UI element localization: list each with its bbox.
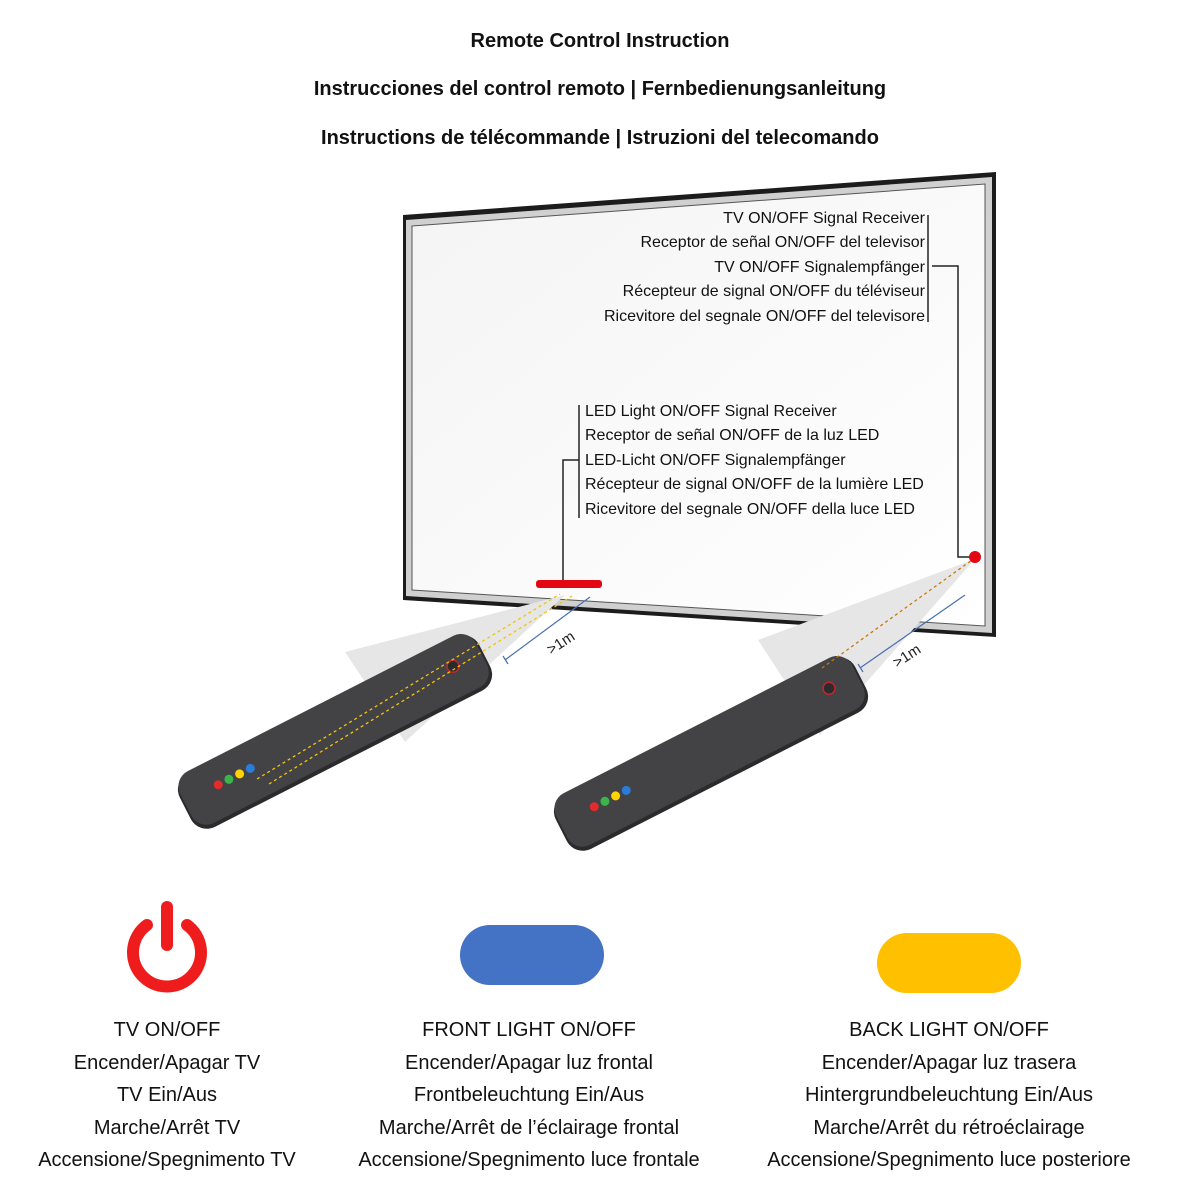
distance-tick-right — [857, 663, 864, 673]
remote-left-power-icon — [446, 659, 460, 674]
page-title: Remote Control Instruction — [470, 30, 730, 52]
legend-front-fr: Marche/Arrêt de l’éclairage frontal — [378, 1116, 680, 1139]
tv-receiver-dot — [969, 551, 981, 563]
legend-front-it: Accensione/Spegnimento luce frontale — [358, 1149, 700, 1172]
page-subtitle-es-de: Instrucciones del control remoto | Fernb… — [313, 78, 887, 100]
legend-front-light: FRONT LIGHT ON/OFF Encender/Apagar luz f… — [332, 1014, 726, 1177]
legend-tv-es: Encender/Apagar TV — [73, 1051, 261, 1074]
led-receiver-label-fr: Récepteur de signal ON/OFF de la lumière… — [585, 476, 924, 494]
tv-receiver-label-fr: Récepteur de signal ON/OFF du téléviseur — [622, 283, 925, 301]
legend-tv-en: TV ON/OFF — [113, 1019, 221, 1041]
legend-back-es: Encender/Apagar luz trasera — [821, 1051, 1077, 1074]
tv-receiver-label-it: Ricevitore del segnale ON/OFF del televi… — [603, 307, 925, 325]
tv-receiver-label-en: TV ON/OFF Signal Receiver — [723, 210, 925, 227]
tv-receiver-label-es: Receptor de señal ON/OFF del televisor — [640, 234, 925, 252]
led-receiver-label-de: LED-Licht ON/OFF Signalempfänger — [585, 451, 846, 469]
legend-tv-onoff: TV ON/OFF Encender/Apagar TV TV Ein/Aus … — [0, 1014, 334, 1177]
legend-back-en: BACK LIGHT ON/OFF — [849, 1019, 1049, 1041]
remote-right — [553, 655, 869, 851]
tv-receiver-label-de: TV ON/OFF Signalempfänger — [714, 258, 925, 276]
legend-front-de: Frontbeleuchtung Ein/Aus — [413, 1084, 645, 1107]
tv-screen — [411, 183, 986, 627]
legend-tv-fr: Marche/Arrêt TV — [93, 1116, 241, 1139]
led-receiver-label-es: Receptor de señal ON/OFF de la luz LED — [585, 427, 880, 445]
legend-front-es: Encender/Apagar luz frontal — [405, 1051, 653, 1074]
legend-back-de: Hintergrundbeleuchtung Ein/Aus — [805, 1084, 1093, 1107]
led-receiver-leader — [562, 459, 579, 583]
led-receiver-strip — [536, 580, 602, 588]
legend-back-it: Accensione/Spegnimento luce posteriore — [767, 1149, 1131, 1172]
legend-tv-it: Accensione/Spegnimento TV — [38, 1149, 296, 1172]
tv-receiver-leader — [932, 265, 975, 558]
distance-label-left: >1m — [544, 628, 578, 658]
distance-line-left — [504, 596, 591, 661]
blue-button-icon — [460, 925, 604, 985]
legend-tv-de: TV Ein/Aus — [116, 1084, 218, 1107]
signal-line-left-a — [256, 593, 561, 780]
remote-right-power-icon — [822, 681, 836, 696]
signal-line-right — [821, 559, 973, 669]
page-subtitle-fr-it: Instructions de télécommande | Istruzion… — [321, 127, 879, 149]
legend-front-en: FRONT LIGHT ON/OFF — [422, 1019, 636, 1041]
distance-line-right — [859, 594, 966, 669]
tv-receiver-label: TV ON/OFF Signal Receiver Receptor de se… — [604, 207, 925, 329]
distance-tick-left — [502, 655, 509, 665]
power-icon — [127, 901, 207, 993]
legend-back-light: BACK LIGHT ON/OFF Encender/Apagar luz tr… — [740, 1014, 1158, 1177]
led-receiver-label-en: LED Light ON/OFF Signal Receiver — [585, 403, 837, 420]
yellow-button-icon — [877, 933, 1021, 993]
legend-back-fr: Marche/Arrêt du rétroéclairage — [813, 1116, 1085, 1139]
led-receiver-label: LED Light ON/OFF Signal Receiver Recepto… — [585, 400, 924, 522]
led-receiver-label-it: Ricevitore del segnale ON/OFF della luce… — [585, 500, 915, 518]
